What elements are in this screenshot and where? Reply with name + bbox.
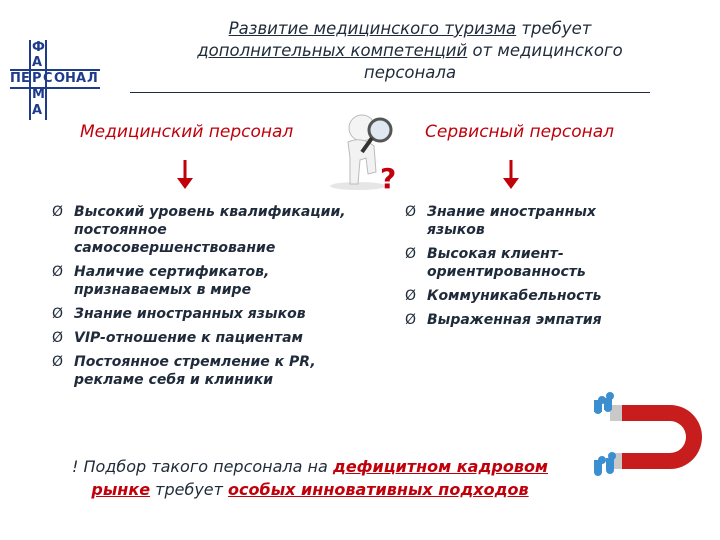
logo-letter: Л [87,71,98,86]
bullet-arrow-icon: Ø [405,204,417,220]
logo-line [10,69,100,71]
bullet-arrow-icon: Ø [405,288,417,304]
logo-letter: А [32,55,43,70]
left-heading: Медицинский персонал [80,122,294,142]
logo-line [29,40,31,120]
bottom-text-1: ! Подбор такого персонала на [71,457,333,476]
bottom-text-5: особых инновативных подходов [228,480,529,499]
bullet-arrow-icon: Ø [52,264,64,280]
bottom-text-3: рынке [91,480,151,499]
logo-letter: П [10,71,21,86]
title-part4: от медицинского [467,41,623,60]
logo-line [45,40,47,120]
bullet-arrow-icon: Ø [52,330,64,346]
title-rule [130,92,650,93]
bullet-arrow-icon: Ø [52,306,64,322]
logo-letter: А [76,71,87,86]
right-heading: Сервисный персонал [425,122,615,142]
bullet-arrow-icon: Ø [405,312,417,328]
title-part5: персонала [363,63,457,82]
bullet-arrow-icon: Ø [52,204,64,220]
logo-letter: Р [32,71,42,86]
bottom-statement: ! Подбор такого персонала на дефицитном … [30,455,590,501]
down-arrow-icon [177,160,193,189]
logo-line [10,87,100,89]
logo-letter: С [43,71,53,86]
logo-letter: А [32,103,43,118]
question-mark: ? [380,162,396,192]
slide-title: Развитие медицинского туризма требует до… [130,18,690,84]
bottom-text-4: требует [150,480,229,499]
logo-letter: М [32,87,45,102]
thinking-figure-icon: ? [330,114,396,192]
title-part2: требует [516,19,592,38]
pharma-personal-logo: Ф А П Е Р С О Н А Л М А [10,40,100,120]
title-part3: дополнительных компетенций [197,41,468,60]
logo-letter: Е [21,71,30,86]
title-part1: Развитие медицинского туризма [228,19,517,38]
logo-letter: Н [65,71,76,86]
logo-letter: Ф [32,40,45,55]
magnet-icon [594,392,702,476]
bullet-arrow-icon: Ø [405,246,417,262]
down-arrow-icon [503,160,519,189]
logo-letter: О [54,71,66,86]
bullet-arrow-icon: Ø [52,354,64,370]
bottom-text-2: дефицитном кадровом [332,457,549,476]
